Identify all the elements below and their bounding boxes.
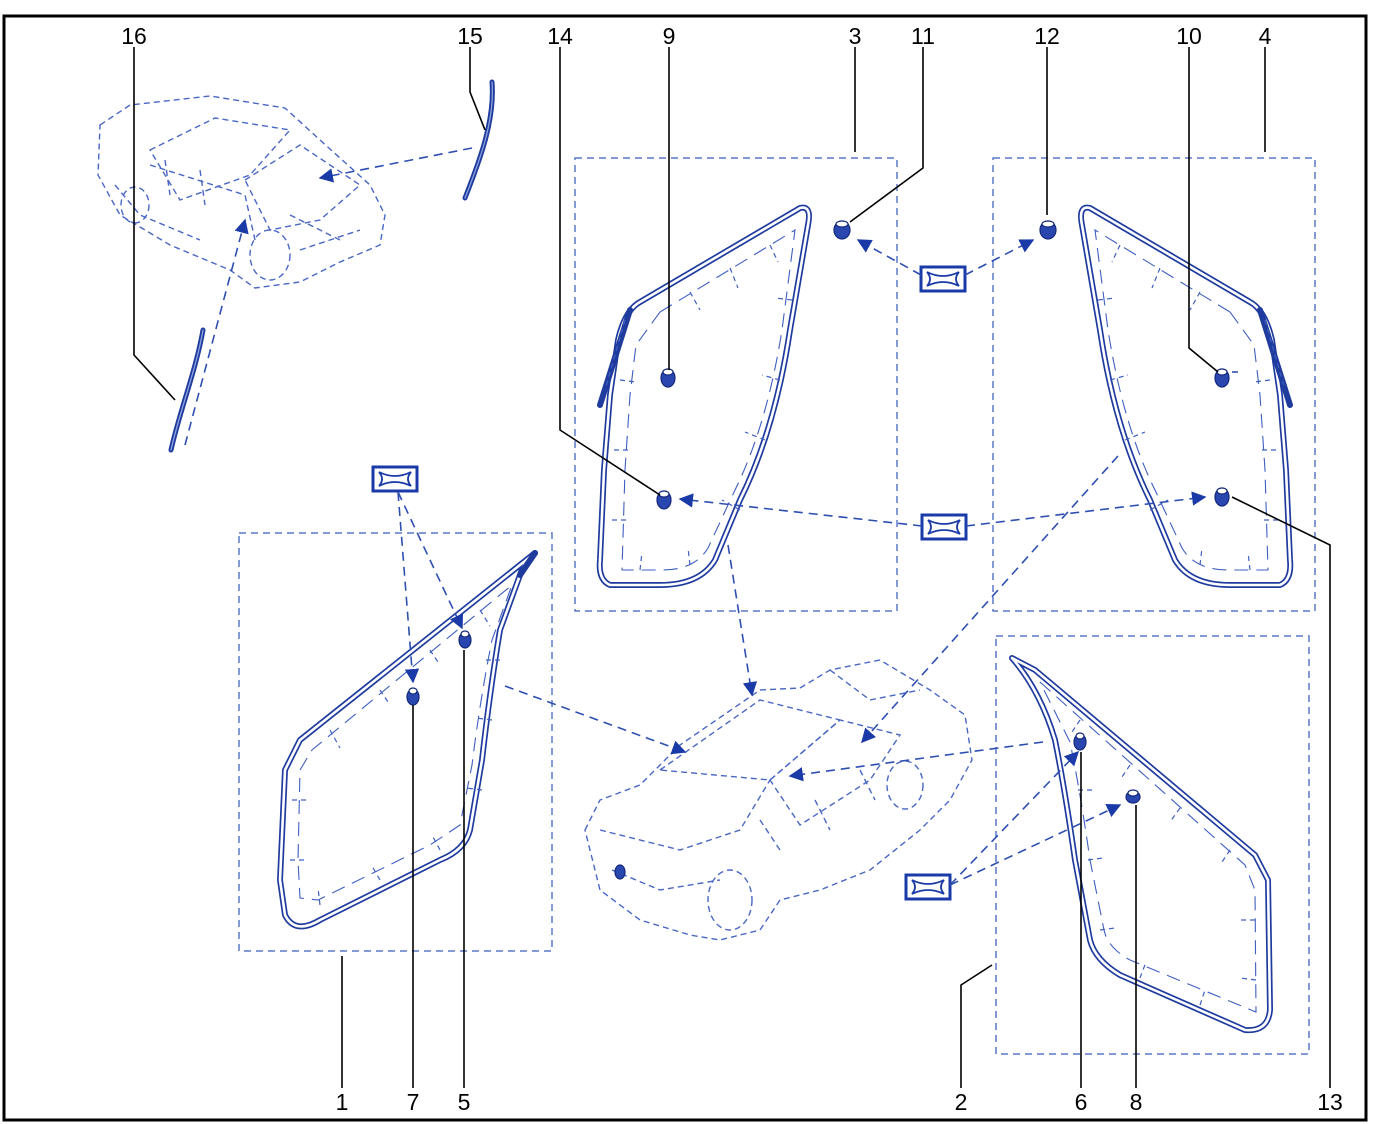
weatherstrip-icon bbox=[1009, 655, 1273, 1034]
clip-icon bbox=[1214, 368, 1230, 507]
callout-8: 8 bbox=[1130, 1089, 1143, 1115]
weatherstrip-icon bbox=[1078, 204, 1294, 588]
callout-1: 1 bbox=[336, 1089, 349, 1115]
callout-7: 7 bbox=[407, 1089, 420, 1115]
callout-leaders bbox=[133, 47, 1331, 1088]
sealant-symbol-icon bbox=[904, 873, 952, 901]
callout-10: 10 bbox=[1176, 23, 1202, 49]
vehicle-outline-icon bbox=[97, 95, 386, 289]
callout-5: 5 bbox=[458, 1089, 471, 1115]
group-box-front-right-door bbox=[574, 157, 898, 612]
callout-13: 13 bbox=[1317, 1089, 1343, 1115]
group-box-rear-right-door bbox=[238, 532, 553, 952]
group-box-rear-left-door bbox=[995, 635, 1310, 1055]
clip-icon bbox=[656, 368, 676, 510]
callout-11: 11 bbox=[911, 23, 935, 49]
callout-4: 4 bbox=[1259, 23, 1272, 49]
callout-3: 3 bbox=[849, 23, 862, 49]
roof-molding-strip-15 bbox=[462, 79, 495, 201]
sealant-symbol-icon bbox=[371, 465, 419, 493]
callout-15: 15 bbox=[457, 23, 483, 49]
vehicle-outline-icon bbox=[584, 659, 973, 941]
clip-icon bbox=[833, 220, 1057, 240]
sealant-symbol-icon bbox=[919, 265, 967, 293]
callout-6: 6 bbox=[1075, 1089, 1088, 1115]
callout-2: 2 bbox=[955, 1089, 968, 1115]
pillar-molding-strip-16 bbox=[168, 327, 206, 453]
weatherstrip-icon bbox=[277, 550, 538, 930]
callout-labels: 16 15 14 9 3 11 12 10 4 1 7 5 2 6 8 13 bbox=[121, 23, 1343, 1115]
weatherstrip-icon bbox=[596, 204, 812, 588]
group-box-front-left-door bbox=[992, 157, 1316, 612]
callout-16: 16 bbox=[121, 23, 147, 49]
callout-12: 12 bbox=[1034, 23, 1060, 49]
callout-14: 14 bbox=[547, 23, 573, 49]
sealant-symbol-icon bbox=[920, 513, 968, 541]
callout-9: 9 bbox=[663, 23, 676, 49]
diagram-frame bbox=[2, 14, 1368, 1122]
assembly-arrows bbox=[397, 239, 1238, 886]
clip-icon bbox=[406, 630, 472, 706]
clip-icon bbox=[1073, 732, 1141, 804]
